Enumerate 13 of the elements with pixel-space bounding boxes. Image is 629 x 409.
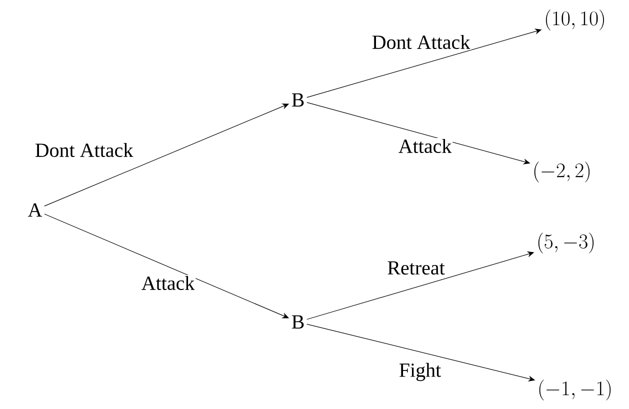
payoff-label: $(10, 10)$ [546,10,604,30]
edge-label: Fight [398,362,442,382]
player-label: A [28,203,42,217]
edge-label: Retreat [386,260,446,276]
edge-label: Dont Attack [34,142,134,158]
player-label: B [292,315,304,329]
payoff-label: $(-2, 2)$ [534,162,590,182]
edge-label: Attack [397,138,453,154]
player-label: B [292,93,304,107]
payoff-label: $(-1, -1)$ [539,380,611,400]
payoff-label: $(5, -3)$ [538,232,594,254]
edge-label: Dont Attack [370,34,472,50]
edge-label: Attack [140,274,196,292]
